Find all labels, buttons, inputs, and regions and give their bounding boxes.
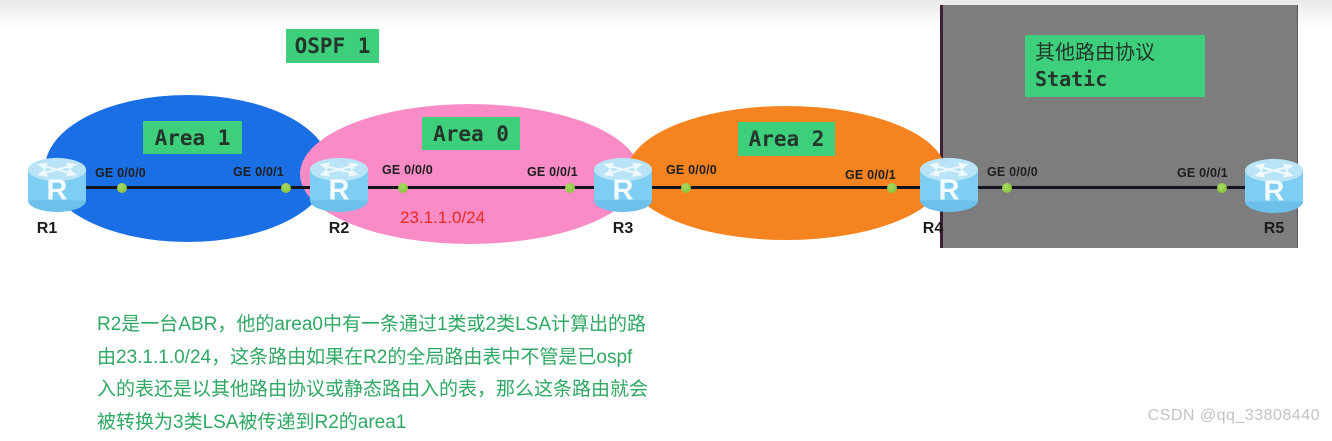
if-label: GE 0/0/0 bbox=[987, 165, 1038, 179]
router-r1-label: R1 bbox=[36, 220, 58, 237]
router-r3: R bbox=[592, 156, 654, 214]
svg-text:R: R bbox=[1264, 176, 1285, 208]
svg-text:R: R bbox=[47, 175, 68, 207]
explanation-line: 入的表还是以其他路由协议或静态路由入的表，那么这条路由就会 bbox=[97, 379, 649, 400]
interface-dot-r4-ge000 bbox=[1002, 183, 1012, 193]
router-r2: R bbox=[308, 156, 370, 214]
external-protocols-line2: Static bbox=[1035, 67, 1108, 91]
if-label: GE 0/0/0 bbox=[95, 166, 146, 180]
ospf-process-label: OSPF 1 bbox=[286, 29, 379, 63]
router-r5-label: R5 bbox=[1263, 220, 1285, 237]
interface-dot-r4-ge001 bbox=[887, 183, 897, 193]
explanation-line: R2是一台ABR，他的area0中有一条通过1类或2类LSA计算出的路 bbox=[97, 314, 646, 335]
router-icon: R bbox=[310, 157, 368, 213]
csdn-watermark: CSDN @qq_33808440 bbox=[1147, 407, 1320, 424]
router-r4-label: R4 bbox=[922, 220, 944, 237]
explanation-text: R2是一台ABR，他的area0中有一条通过1类或2类LSA计算出的路 由23.… bbox=[97, 309, 657, 439]
interface-dot-r2-ge001 bbox=[281, 183, 291, 193]
router-icon: R bbox=[28, 157, 86, 213]
interface-dot-r2-ge000 bbox=[398, 183, 408, 193]
if-label: GE 0/0/1 bbox=[845, 168, 896, 182]
link-line bbox=[57, 186, 1274, 189]
svg-text:R: R bbox=[329, 175, 350, 207]
router-icon: R bbox=[1245, 158, 1303, 214]
interface-dot-r1-ge000 bbox=[117, 183, 127, 193]
area1-label: Area 1 bbox=[143, 121, 242, 154]
external-protocols-label: 其他路由协议 Static bbox=[1025, 35, 1205, 97]
router-r5: R bbox=[1243, 157, 1305, 215]
svg-text:R: R bbox=[939, 175, 960, 207]
router-icon: R bbox=[920, 157, 978, 213]
router-icon: R bbox=[594, 157, 652, 213]
subnet-label: 23.1.1.0/24 bbox=[400, 208, 486, 227]
explanation-line: 被转换为3类LSA被传递到R2的area1 bbox=[97, 411, 407, 433]
router-r3-label: R3 bbox=[612, 220, 634, 237]
router-r1: R bbox=[26, 156, 88, 214]
explanation-line: 由23.1.1.0/24，这条路由如果在R2的全局路由表中不管是已ospf bbox=[97, 346, 633, 368]
router-r4: R bbox=[918, 156, 980, 214]
interface-dot-r3-ge001 bbox=[565, 183, 575, 193]
interface-dot-r5-ge001 bbox=[1217, 183, 1227, 193]
if-label: GE 0/0/1 bbox=[1177, 166, 1228, 180]
interface-dot-r3-ge000 bbox=[681, 183, 691, 193]
if-label: GE 0/0/1 bbox=[527, 165, 578, 179]
if-label: GE 0/0/1 bbox=[233, 165, 284, 179]
external-protocols-line1: 其他路由协议 bbox=[1035, 42, 1155, 64]
area1-ellipse bbox=[45, 95, 330, 242]
router-r2-label: R2 bbox=[328, 220, 350, 237]
area0-label: Area 0 bbox=[422, 117, 520, 150]
if-label: GE 0/0/0 bbox=[666, 163, 717, 177]
if-label: GE 0/0/0 bbox=[382, 163, 433, 177]
svg-text:R: R bbox=[613, 175, 634, 207]
area2-label: Area 2 bbox=[738, 122, 835, 156]
